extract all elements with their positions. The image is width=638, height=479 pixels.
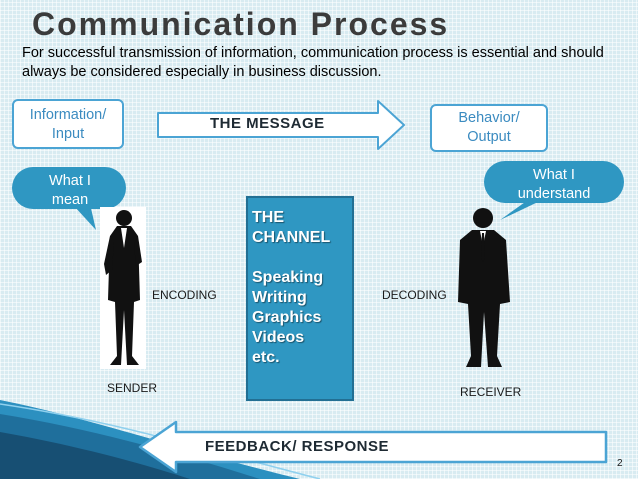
- decoding-label: DECODING: [382, 288, 447, 302]
- what-i-understand-line1: What I: [533, 167, 575, 183]
- what-i-understand-bubble: [484, 161, 624, 220]
- information-input-line1: Information/: [29, 107, 107, 123]
- channel-item: etc.: [252, 349, 280, 366]
- behavior-output-box: Behavior/ Output: [430, 104, 548, 152]
- channel-box: THE CHANNEL Speaking Writing Graphics Vi…: [246, 196, 354, 401]
- what-i-mean-line1: What I: [49, 173, 91, 189]
- behavior-output-line1: Behavior/: [458, 110, 520, 126]
- sender-label: SENDER: [107, 381, 158, 395]
- channel-item: Writing: [252, 289, 307, 306]
- receiver-figure: [458, 208, 510, 367]
- behavior-output-line2: Output: [467, 129, 511, 145]
- feedback-arrow: [138, 420, 608, 474]
- what-i-understand-text: What I understand: [486, 166, 622, 204]
- channel-item: Videos: [252, 329, 305, 346]
- channel-title-line2: CHANNEL: [252, 229, 331, 246]
- what-i-mean-text: What I mean: [26, 172, 114, 210]
- what-i-mean-bubble: [12, 167, 126, 230]
- message-arrow: [157, 100, 405, 150]
- channel-title-line1: THE: [252, 209, 284, 226]
- channel-item: Graphics: [252, 309, 322, 326]
- sender-figure: [100, 207, 146, 369]
- what-i-mean-line2: mean: [51, 192, 89, 208]
- information-input-box: Information/ Input: [12, 99, 124, 149]
- receiver-label: RECEIVER: [460, 385, 522, 399]
- feedback-label: FEEDBACK/ RESPONSE: [205, 438, 390, 455]
- page-number: 2: [617, 458, 623, 469]
- encoding-label: ENCODING: [152, 288, 217, 302]
- slide-title: Communication Process: [32, 6, 450, 42]
- information-input-line2: Input: [51, 126, 85, 142]
- message-label: THE MESSAGE: [210, 115, 325, 132]
- what-i-understand-line2: understand: [517, 186, 591, 202]
- channel-item: Speaking: [252, 269, 324, 286]
- intro-text: For successful transmission of informati…: [22, 45, 604, 80]
